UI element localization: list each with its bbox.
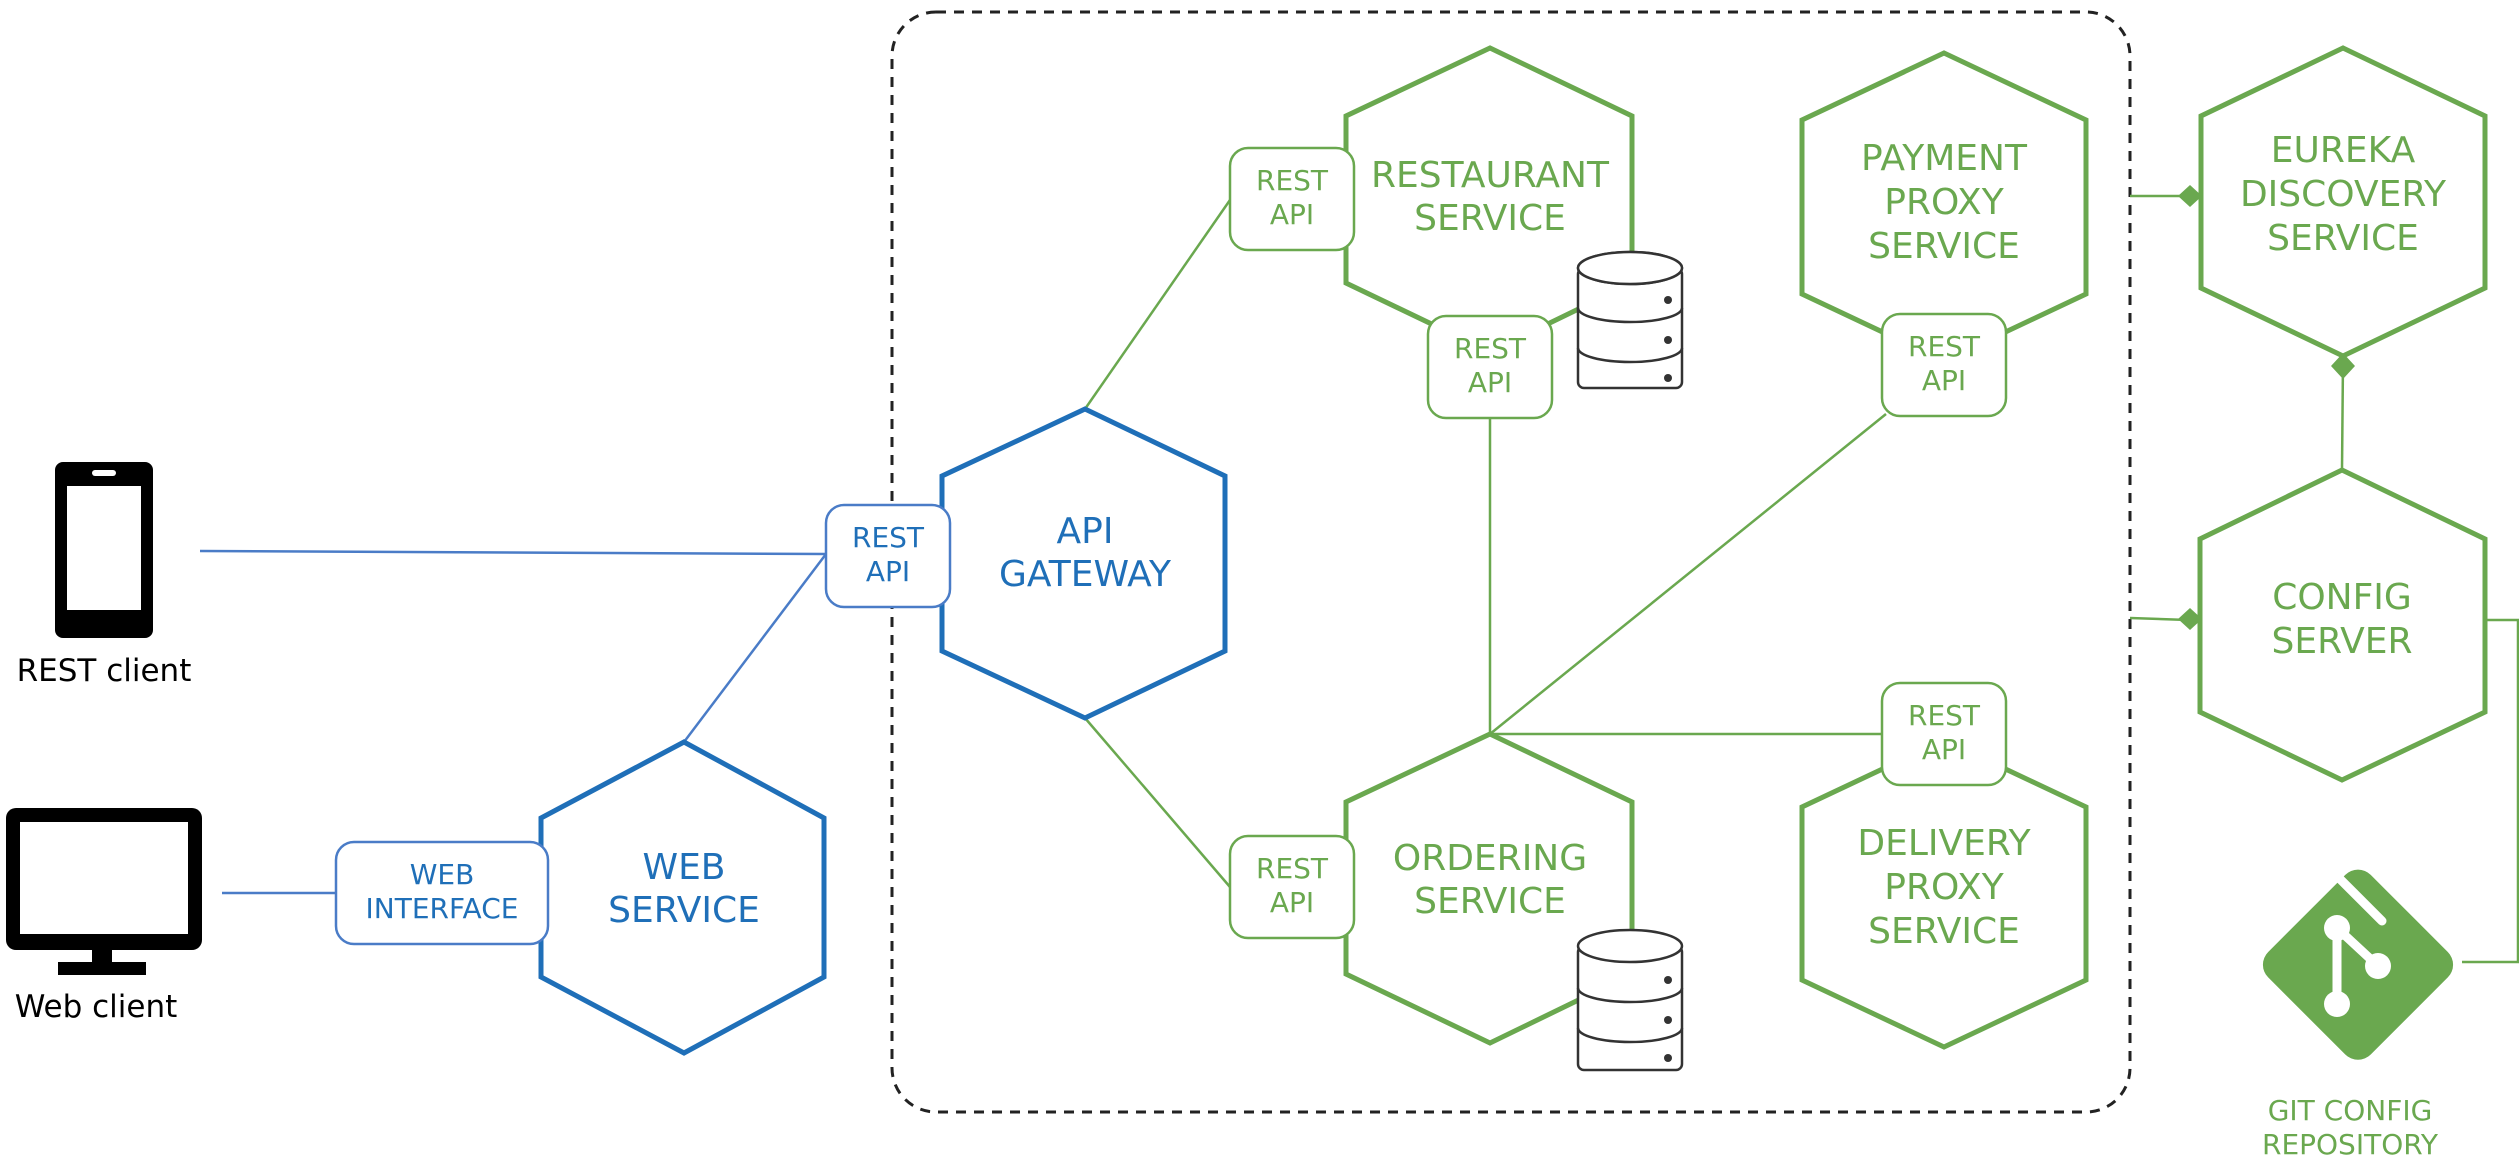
- web-interface-box: WEB INTERFACE: [334, 840, 550, 946]
- restaurant-service-label-line1: RESTAURANT: [1371, 155, 1610, 196]
- payment-proxy-service: PAYMENT PROXY SERVICE: [1799, 50, 2089, 364]
- eureka-link-diamond: [2178, 185, 2202, 207]
- config-to-git-connector: [2462, 618, 2519, 964]
- delivery-rest-api-line2: API: [1922, 733, 1966, 766]
- web-service-label-line1: WEB: [642, 847, 725, 888]
- payment-proxy-label-line2: PROXY: [1884, 182, 2004, 223]
- git-config-label-line2: REPOSITORY: [2262, 1128, 2439, 1161]
- config-server-hexagon: [2197, 467, 2488, 783]
- git-config-repository: GIT CONFIG REPOSITORY: [2262, 863, 2454, 1161]
- api-gateway: API GATEWAY: [939, 406, 1228, 721]
- delivery-rest-api-line1: REST: [1908, 699, 1981, 732]
- web-client-label: Web client: [15, 989, 178, 1025]
- eureka-discovery-hexagon: [2198, 45, 2488, 359]
- restaurant-rest-api-left-line1: REST: [1256, 164, 1329, 197]
- monitor-icon: [6, 808, 202, 975]
- system-to-config-connector: [2129, 616, 2189, 622]
- web-service-label-line2: SERVICE: [608, 890, 760, 931]
- gateway-to-ordering-connector: [1084, 717, 1231, 888]
- payment-proxy-label-line3: SERVICE: [1868, 226, 2020, 267]
- restaurant-rest-api-left-line2: API: [1270, 198, 1314, 231]
- restaurant-rest-api-bottom-line2: API: [1468, 366, 1512, 399]
- config-server-label-line2: SERVER: [2271, 621, 2412, 662]
- connections: [199, 185, 2519, 964]
- api-gateway-rest-api-line1: REST: [852, 521, 925, 554]
- ordering-to-payment-connector: [1489, 413, 1887, 735]
- rest-client: REST client: [17, 462, 192, 689]
- ordering-service-label-line2: SERVICE: [1414, 881, 1566, 922]
- ordering-rest-api-line1: REST: [1256, 852, 1329, 885]
- rest-client-label: REST client: [17, 653, 192, 689]
- config-server: CONFIG SERVER: [2197, 467, 2488, 783]
- api-gateway-rest-api-line2: API: [866, 555, 910, 588]
- restaurant-database-icon: [1576, 250, 1684, 390]
- delivery-rest-api-box: REST API: [1880, 681, 2008, 787]
- web-service-to-gateway-connector: [683, 553, 827, 743]
- ordering-rest-api-box: REST API: [1228, 834, 1356, 940]
- config-to-eureka-diamond: [2331, 353, 2355, 379]
- git-config-label-line1: GIT CONFIG: [2268, 1094, 2433, 1127]
- delivery-proxy-service-hexagon: [1799, 737, 2089, 1050]
- restaurant-rest-api-box-left: REST API: [1228, 146, 1356, 252]
- web-interface-label-line2: INTERFACE: [366, 892, 519, 925]
- api-gateway-rest-api-box: REST API: [824, 503, 952, 609]
- api-gateway-label-line2: GATEWAY: [999, 554, 1172, 595]
- git-icon: [2262, 863, 2454, 1060]
- web-service-hexagon: [538, 739, 827, 1056]
- restaurant-rest-api-box-bottom: REST API: [1426, 314, 1554, 420]
- restaurant-rest-api-bottom-line1: REST: [1454, 332, 1527, 365]
- restaurant-service-label-line2: SERVICE: [1414, 198, 1566, 239]
- api-gateway-hexagon: [939, 406, 1228, 721]
- web-interface-label-line1: WEB: [410, 858, 475, 891]
- ordering-service: ORDERING SERVICE: [1343, 731, 1635, 1046]
- delivery-proxy-label-line2: PROXY: [1884, 867, 2004, 908]
- api-gateway-label-line1: API: [1057, 511, 1114, 552]
- payment-rest-api-box: REST API: [1880, 312, 2008, 418]
- delivery-proxy-label-line3: SERVICE: [1868, 911, 2020, 952]
- smartphone-icon: [55, 462, 153, 638]
- config-link-diamond: [2178, 608, 2202, 630]
- ordering-service-hexagon: [1343, 731, 1635, 1046]
- payment-proxy-label-line1: PAYMENT: [1861, 138, 2028, 179]
- ordering-service-label-line1: ORDERING: [1393, 838, 1587, 879]
- restaurant-service: RESTAURANT SERVICE: [1343, 45, 1635, 355]
- ordering-rest-api-line2: API: [1270, 886, 1314, 919]
- payment-rest-api-line1: REST: [1908, 330, 1981, 363]
- rest-client-connector: [199, 549, 827, 556]
- web-client: Web client: [6, 808, 202, 1025]
- eureka-label-line3: SERVICE: [2267, 218, 2419, 259]
- config-server-label-line1: CONFIG: [2272, 577, 2412, 618]
- payment-rest-api-line2: API: [1922, 364, 1966, 397]
- gateway-to-restaurant-connector: [1083, 199, 1232, 410]
- eureka-label-line2: DISCOVERY: [2240, 174, 2447, 215]
- eureka-discovery-service: EUREKA DISCOVERY SERVICE: [2198, 45, 2488, 359]
- eureka-label-line1: EUREKA: [2271, 130, 2416, 171]
- web-service: WEB SERVICE: [538, 739, 827, 1056]
- ordering-database-icon: [1576, 928, 1684, 1072]
- delivery-proxy-service: DELIVERY PROXY SERVICE: [1799, 737, 2089, 1050]
- delivery-proxy-label-line1: DELIVERY: [1857, 823, 2031, 864]
